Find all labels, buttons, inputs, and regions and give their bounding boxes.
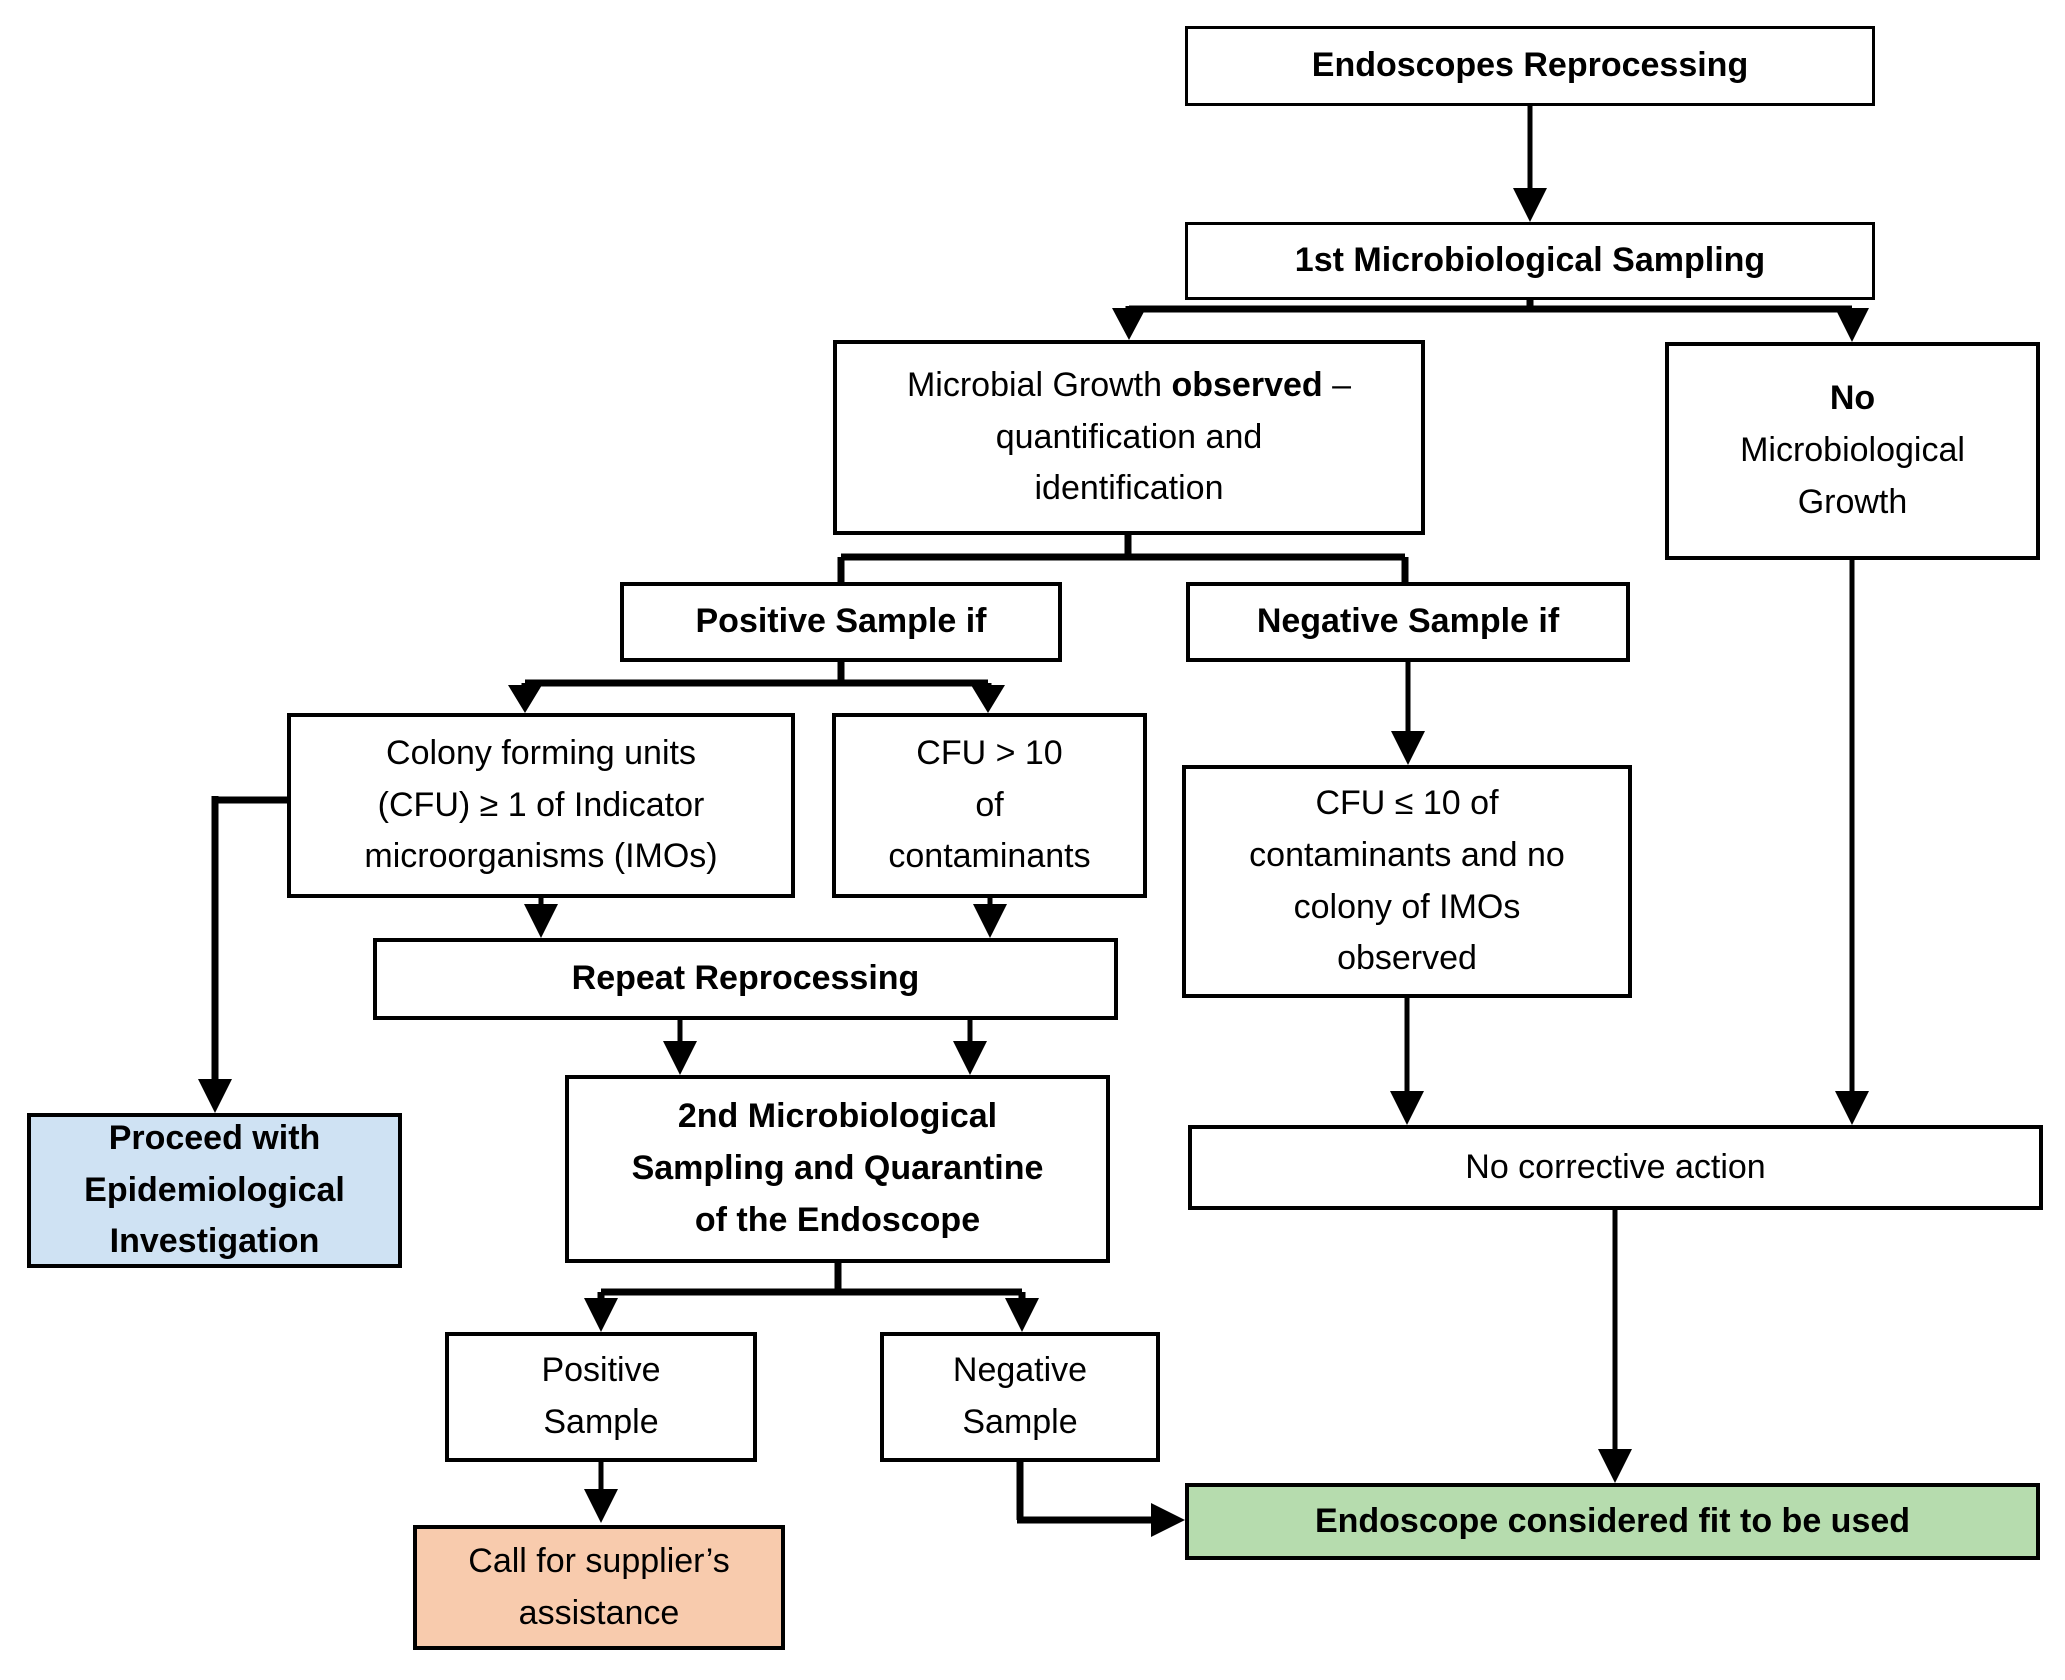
node-label-line: contaminants and no xyxy=(1249,835,1565,874)
node-label-line: 1st Microbiological Sampling xyxy=(1294,241,1766,280)
node-no-corrective-action: No corrective action xyxy=(1188,1125,2043,1210)
node-label-line: microorganisms (IMOs) xyxy=(364,837,718,876)
node-label-line: colony of IMOs xyxy=(1293,887,1521,926)
node-label-line: identification xyxy=(1034,469,1224,508)
node-cfu-gt-10-contaminants: CFU > 10 of contaminants xyxy=(832,713,1147,898)
node-cfu-le-10-no-imos: CFU ≤ 10 of contaminants and no colony of … xyxy=(1182,765,1632,998)
node-label-line: Sampling and Quarantine xyxy=(631,1149,1044,1188)
connector-lines xyxy=(198,106,1869,1537)
node-label-line: of xyxy=(975,785,1004,824)
node-label-line: assistance xyxy=(518,1593,680,1632)
node-positive-sample-if: Positive Sample if xyxy=(620,582,1062,662)
node-label-line: Negative xyxy=(952,1351,1088,1390)
node-label-line: Sample xyxy=(962,1403,1078,1441)
node-microbial-growth-observed: Microbial Growth observed – quantificatio… xyxy=(833,340,1425,535)
node-label-line: Epidemiological xyxy=(84,1170,345,1209)
node-label-line: contaminants xyxy=(888,837,1091,876)
node-label-line: Investigation xyxy=(109,1222,320,1261)
node-label-line: Positive xyxy=(541,1351,661,1390)
node-call-for-supplier-assistance: Call for supplier’s assistance xyxy=(413,1525,785,1650)
node-label-line: CFU > 10 xyxy=(916,733,1063,772)
node-label-line: CFU ≤ 10 of xyxy=(1315,784,1499,823)
node-label-line: of the Endoscope xyxy=(694,1200,981,1239)
node-endoscope-fit-to-be-used: Endoscope considered fit to be used xyxy=(1185,1483,2040,1560)
node-label-line: No xyxy=(1829,379,1876,418)
node-label-line: observed xyxy=(1337,939,1477,978)
node-label-line: Colony forming units xyxy=(386,733,696,772)
node-label-line: Repeat Reprocessing xyxy=(571,959,920,998)
node-cfu-ge-1-imos: Colony forming units (CFU) ≥ 1 of Indicat… xyxy=(287,713,795,898)
node-label-line: Growth xyxy=(1797,482,1908,521)
node-label-line: No corrective action xyxy=(1465,1147,1766,1186)
node-1st-microbiological-sampling: 1st Microbiological Sampling xyxy=(1185,222,1875,300)
node-negative-sample-if: Negative Sample if xyxy=(1186,582,1630,662)
node-label-line: quantification and xyxy=(995,417,1263,456)
node-label-line: 2nd Microbiological xyxy=(677,1097,998,1136)
node-label-line: Proceed with xyxy=(108,1119,321,1157)
node-label-line: (CFU) ≥ 1 of Indicator xyxy=(377,785,705,824)
node-label-line: Negative Sample if xyxy=(1256,602,1560,641)
node-label-line: Positive Sample if xyxy=(695,602,987,641)
node-label-line: Call for supplier’s xyxy=(468,1541,730,1580)
node-label-line: Endoscopes Reprocessing xyxy=(1311,46,1749,85)
node-label-line: Microbial Growth observed – xyxy=(906,365,1352,404)
node-label-line: Sample xyxy=(543,1403,659,1441)
node-repeat-reprocessing: Repeat Reprocessing xyxy=(373,938,1118,1020)
node-label-line: Endoscope considered fit to be used xyxy=(1314,1501,1911,1540)
node-label-line: Microbiological xyxy=(1740,431,1965,470)
node-endoscopes-reprocessing: Endoscopes Reprocessing xyxy=(1185,26,1875,106)
